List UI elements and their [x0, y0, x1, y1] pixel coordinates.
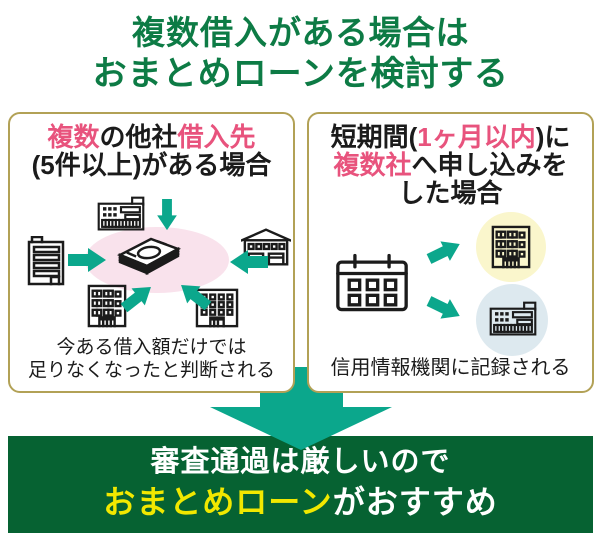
heading-line3: した場合 — [398, 178, 503, 208]
blue-circle — [476, 284, 548, 356]
card-short-term-applications: 短期間(1ヶ月以内)に 複数社へ申し込みを した場合 — [307, 112, 594, 393]
teal-arrow-icon — [181, 284, 212, 311]
heading-pink-kariiresaki: 借入先 — [177, 122, 256, 152]
office-building-icon — [27, 236, 65, 286]
caption-line1: 今ある借入額だけでは — [56, 337, 247, 358]
conclusion-banner: 審査通過は厳しいので おまとめローンがおすすめ — [8, 436, 593, 533]
heading-pink-fukusuu: 複数 — [47, 122, 100, 152]
title-line1-emphasis: 複数借入 — [132, 14, 268, 51]
short-term-applications-illustration — [336, 212, 548, 356]
teal-arrow-icon — [426, 241, 460, 264]
factory-icon — [97, 196, 145, 231]
heading-pink-fukusuusha: 複数社 — [333, 150, 412, 180]
bank-building-icon — [87, 284, 127, 328]
heading-line2: (5件以上)がある場合 — [31, 150, 272, 180]
banner-line1: 審査通過は厳しいので — [150, 446, 451, 478]
card-short-term-applications-heading: 短期間(1ヶ月以内)に 複数社へ申し込みを した場合 — [309, 123, 592, 207]
teal-arrow-icon — [426, 296, 460, 319]
money-stack-icon — [117, 237, 182, 276]
card-multiple-borrowings: 複数の他社借入先 (5件以上)がある場合 — [8, 112, 295, 393]
bank-building-icon — [491, 225, 531, 269]
heading-pink-ikkagetsu: 1ヶ月以内 — [417, 122, 536, 152]
caption-line2: 足りなくなったと判断される — [27, 360, 275, 381]
teal-arrow-icon — [120, 286, 151, 313]
heading-line1: 複数の他社借入先 — [10, 123, 293, 151]
title-line2: おまとめローンを検討する — [0, 53, 601, 96]
heading-black-tankikan: 短期間( — [330, 122, 418, 152]
heading-black-tasha: の他社 — [99, 122, 178, 152]
multiple-lenders-illustration — [27, 196, 291, 328]
title-line1: 複数借入がある場合は — [0, 12, 601, 53]
heading-line2: 複数社へ申し込みを — [309, 151, 592, 179]
teal-arrow-icon — [157, 199, 177, 231]
teal-arrow-icon — [230, 250, 268, 274]
title-line2-rest: を検討する — [335, 55, 509, 93]
heading-black-ni: )に — [535, 122, 571, 152]
teal-arrow-icon — [68, 248, 106, 272]
heading-black-moushikomi: へ申し込みを — [411, 150, 568, 180]
grid-building-icon — [195, 288, 239, 328]
big-down-arrow-icon — [210, 367, 392, 450]
card-short-term-applications-caption: 信用情報機関に記録される — [330, 357, 571, 379]
calendar-icon — [336, 253, 408, 312]
banner-line2: おまとめローンがおすすめ — [8, 481, 593, 523]
page-title: 複数借入がある場合は おまとめローンを検討する — [0, 12, 601, 96]
card-multiple-borrowings-caption: 今ある借入額だけでは 足りなくなったと判断される — [10, 336, 293, 382]
title-line2-emphasis: おまとめローン — [92, 55, 336, 93]
card-multiple-borrowings-heading: 複数の他社借入先 (5件以上)がある場合 — [10, 123, 293, 179]
banner-line2-yellow: おまとめローン — [103, 484, 333, 520]
heading-line1: 短期間(1ヶ月以内)に — [309, 123, 592, 151]
banner-line2-rest: がおすすめ — [332, 484, 498, 520]
factory-icon — [489, 301, 537, 336]
title-line1-rest: がある場合は — [268, 14, 469, 51]
